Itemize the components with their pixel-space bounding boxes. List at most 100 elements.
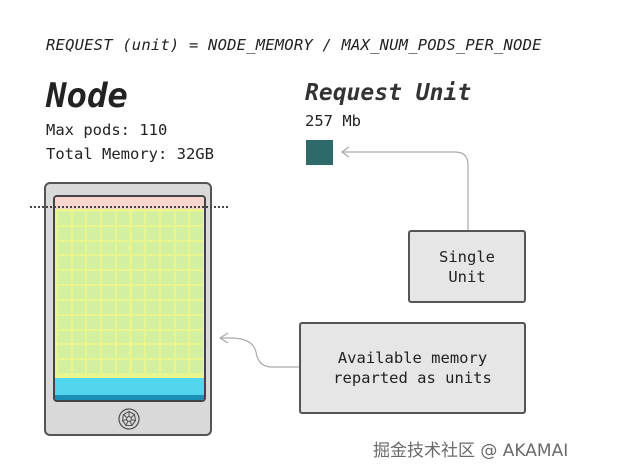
memory-unit-cell bbox=[116, 256, 130, 270]
memory-unit-cell bbox=[175, 345, 189, 359]
memory-unit-cell bbox=[175, 256, 189, 270]
available-memory-line-1: Available memory bbox=[337, 349, 488, 367]
single-unit-box: Single Unit bbox=[408, 230, 526, 303]
memory-unit-cell bbox=[146, 226, 159, 240]
memory-unit-cell bbox=[102, 345, 115, 359]
memory-unit-cell bbox=[175, 300, 189, 314]
memory-unit-cell bbox=[190, 315, 203, 329]
memory-unit-cell bbox=[72, 330, 86, 344]
memory-unit-cell bbox=[72, 360, 86, 373]
memory-unit-cell bbox=[131, 330, 145, 344]
memory-unit-cell bbox=[175, 286, 189, 299]
memory-unit-cell bbox=[58, 315, 71, 329]
memory-unit-cell bbox=[58, 300, 71, 314]
memory-unit-cell bbox=[160, 300, 174, 314]
memory-unit-cell bbox=[190, 256, 203, 270]
memory-unit-cell bbox=[87, 256, 101, 270]
memory-unit-cell bbox=[146, 315, 159, 329]
memory-unit-cell bbox=[160, 315, 174, 329]
watermark: 掘金技术社区 @ AKAMAI bbox=[373, 441, 569, 461]
memory-unit-cell bbox=[160, 286, 174, 299]
memory-unit-cell bbox=[87, 286, 101, 299]
formula-text: REQUEST (unit) = NODE_MEMORY / MAX_NUM_P… bbox=[46, 36, 542, 54]
memory-unit-cell bbox=[72, 241, 86, 255]
memory-unit-cell bbox=[72, 226, 86, 240]
memory-unit-cell bbox=[146, 256, 159, 270]
memory-unit-cell bbox=[72, 212, 86, 225]
memory-unit-cell bbox=[160, 256, 174, 270]
memory-unit-cell bbox=[146, 360, 159, 373]
memory-unit-cell bbox=[190, 360, 203, 373]
memory-unit-cell bbox=[116, 315, 130, 329]
memory-unit-cell bbox=[190, 345, 203, 359]
memory-unit-cell bbox=[131, 241, 145, 255]
memory-unit-cell bbox=[102, 300, 115, 314]
memory-unit-cell bbox=[175, 360, 189, 373]
memory-unit-cell bbox=[116, 360, 130, 373]
memory-unit-cell bbox=[116, 330, 130, 344]
memory-unit-cell bbox=[190, 286, 203, 299]
memory-unit-cell bbox=[160, 226, 174, 240]
memory-unit-cell bbox=[160, 241, 174, 255]
memory-unit-cell bbox=[131, 256, 145, 270]
memory-unit-cell bbox=[102, 315, 115, 329]
memory-unit-cell bbox=[175, 330, 189, 344]
kubernetes-icon bbox=[118, 408, 140, 430]
node-total-memory: Total Memory: 32GB bbox=[46, 145, 214, 163]
memory-unit-cell bbox=[190, 226, 203, 240]
node-memory-screen bbox=[53, 195, 206, 402]
system-band-dark bbox=[55, 395, 204, 400]
memory-unit-cell bbox=[146, 286, 159, 299]
memory-unit-cell bbox=[131, 315, 145, 329]
memory-unit-cell bbox=[146, 212, 159, 225]
memory-unit-cell bbox=[131, 212, 145, 225]
request-unit-title: Request Unit bbox=[305, 80, 472, 106]
memory-unit-cell bbox=[190, 241, 203, 255]
memory-unit-cell bbox=[160, 271, 174, 285]
memory-unit-cell bbox=[175, 315, 189, 329]
memory-unit-cell bbox=[58, 345, 71, 359]
memory-unit-cell bbox=[102, 226, 115, 240]
memory-unit-cell bbox=[116, 286, 130, 299]
memory-unit-cell bbox=[87, 330, 101, 344]
memory-unit-cell bbox=[146, 271, 159, 285]
memory-unit-cell bbox=[131, 360, 145, 373]
memory-unit-cell bbox=[102, 330, 115, 344]
memory-unit-cell bbox=[146, 300, 159, 314]
memory-unit-cell bbox=[102, 212, 115, 225]
memory-unit-cell bbox=[72, 315, 86, 329]
memory-unit-cell bbox=[102, 256, 115, 270]
memory-unit-cell bbox=[58, 330, 71, 344]
memory-unit-cell bbox=[72, 345, 86, 359]
node-title: Node bbox=[46, 76, 128, 116]
memory-unit-cell bbox=[131, 226, 145, 240]
memory-unit-cell bbox=[116, 226, 130, 240]
memory-unit-cell bbox=[102, 271, 115, 285]
reserved-boundary-line bbox=[30, 206, 228, 208]
memory-unit-cell bbox=[190, 330, 203, 344]
memory-unit-cell bbox=[87, 241, 101, 255]
memory-unit-cell bbox=[58, 271, 71, 285]
memory-unit-cell bbox=[146, 345, 159, 359]
memory-unit-cell bbox=[87, 345, 101, 359]
memory-unit-cell bbox=[160, 360, 174, 373]
memory-unit-cell bbox=[116, 212, 130, 225]
memory-unit-cell bbox=[175, 271, 189, 285]
request-unit-square bbox=[306, 140, 333, 165]
memory-unit-cell bbox=[116, 345, 130, 359]
memory-unit-cell bbox=[72, 300, 86, 314]
memory-unit-cell bbox=[131, 300, 145, 314]
memory-unit-cell bbox=[160, 345, 174, 359]
memory-unit-cell bbox=[87, 271, 101, 285]
memory-unit-cell bbox=[146, 241, 159, 255]
system-band bbox=[55, 378, 204, 395]
memory-unit-cell bbox=[175, 241, 189, 255]
memory-unit-cell bbox=[87, 315, 101, 329]
memory-unit-cell bbox=[58, 212, 71, 225]
memory-unit-cell bbox=[87, 212, 101, 225]
memory-unit-cell bbox=[102, 286, 115, 299]
memory-unit-cell bbox=[58, 241, 71, 255]
memory-unit-cell bbox=[116, 241, 130, 255]
request-unit-size: 257 Mb bbox=[305, 112, 361, 130]
memory-unit-cell bbox=[102, 241, 115, 255]
